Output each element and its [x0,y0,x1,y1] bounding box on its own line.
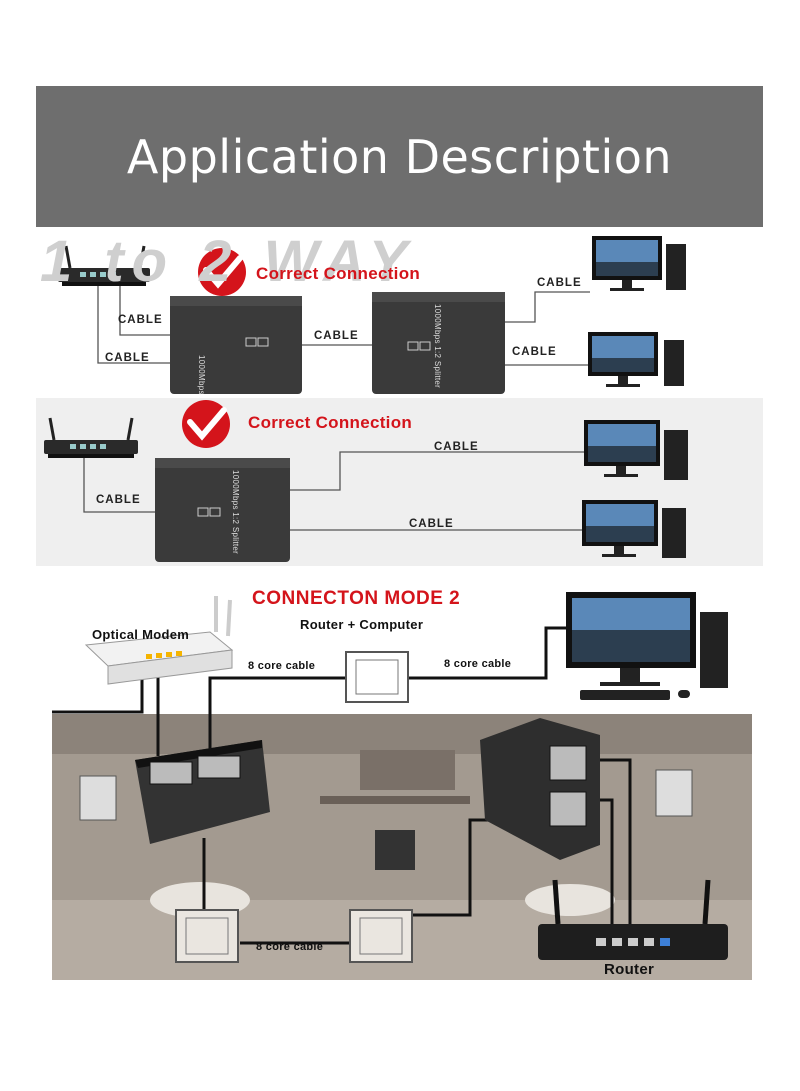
splitter-2 [155,458,290,562]
splitter-1a [170,296,302,394]
splitter-1b [372,292,505,394]
computer-icon-2b [582,500,686,558]
label-cable-2-top: CABLE [434,441,479,453]
router-icon-2 [44,417,138,458]
wall-plate-bottom-left [175,909,239,963]
wire-splitter-to-router-a [590,758,632,935]
label-cable-1d: CABLE [512,346,557,358]
label-cable-1-mid: CABLE [314,330,359,342]
label-cable-1c: CABLE [537,277,582,289]
wall-plate-bottom-right [349,909,413,963]
section-1-ghost-text: 1 to 2 WAY [40,229,416,294]
mode-2-title: CONNECTON MODE 2 [252,588,461,609]
wire-router-to-splitter-lower [97,285,170,364]
label-cable-1b: CABLE [105,352,150,364]
page-title: Application Description [126,129,673,184]
check-badge-icon-1 [198,248,246,296]
section-2-wires [83,451,585,531]
wire-router-to-splitter-upper [119,285,170,336]
label-cable-1a: CABLE [118,314,163,326]
label-cable-2-in: CABLE [96,494,141,506]
optical-modem-icon [84,596,234,685]
optical-modem-label: Optical Modem [92,627,190,642]
wire-splitter-to-wallplate [208,676,346,756]
section-1-badge-label: Correct Connection [256,264,421,283]
label-8-core-right: 8 core cable [444,658,512,670]
computer-icon-1b [588,332,684,387]
title-banner: Application Description [36,86,763,227]
wire-wallplate-to-pc [408,626,568,680]
computer-icon-3 [566,592,728,700]
wall-plate-top [345,651,409,703]
label-8-core-bottom: 8 core cable [256,941,324,953]
check-badge-icon-2 [182,400,230,448]
wire-modem-left [52,668,144,714]
section-2-badge-label: Correct Connection [248,413,413,432]
label-cable-2-bottom: CABLE [409,518,454,530]
router-label: Router [604,961,655,978]
computer-icon-1a [592,236,686,291]
splitter-3-right [480,718,600,860]
wire-to-pc-2-top [290,451,585,491]
label-8-core-left: 8 core cable [248,660,316,672]
mode-2-subtitle: Router + Computer [300,617,424,632]
wire-router-to-splitter-2 [83,458,155,513]
section-1-wires [97,285,590,366]
router-icon-3 [538,879,728,960]
wire-to-pc-top [505,291,590,323]
splitter-3-left [135,740,270,844]
computer-icon-2a [584,420,688,480]
router-icon-1 [58,245,150,286]
